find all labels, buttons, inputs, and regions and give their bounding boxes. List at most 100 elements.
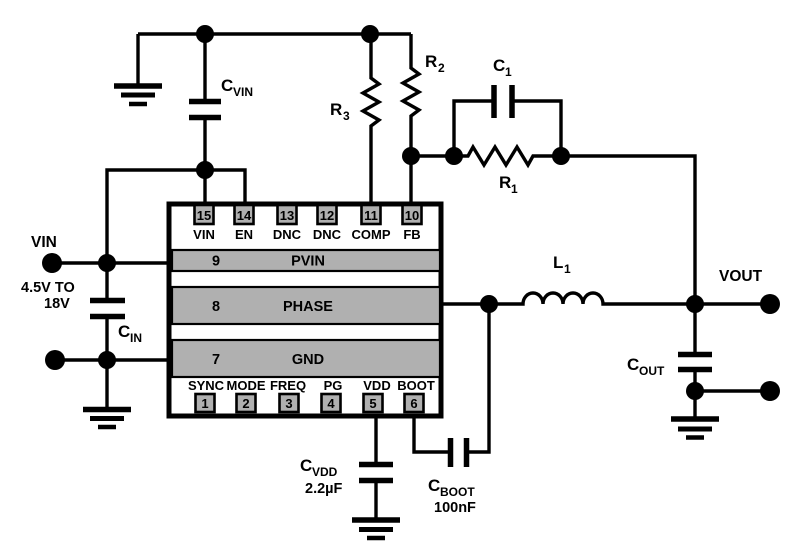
pin-square <box>194 392 216 414</box>
ic-bottom-pin-5: VDD 5 <box>362 378 391 414</box>
ic-bottom-pin-3: FREQ 3 <box>270 378 306 414</box>
junction-dot <box>445 147 463 165</box>
wire-c1-loop <box>452 99 563 156</box>
r1-ref: R <box>499 173 511 192</box>
pin-label: EN <box>235 227 253 242</box>
r3-ref: R <box>330 100 342 119</box>
gnd-terminal <box>45 350 65 370</box>
c1-sub: 1 <box>505 65 512 79</box>
cvdd-sub: VDD <box>312 465 338 479</box>
gnd-bar-label: GND <box>292 352 324 368</box>
r1-label: R 1 <box>499 173 518 196</box>
pin-square <box>193 203 215 226</box>
capacitor-cvdd <box>359 461 393 484</box>
gnd-pin-number: 7 <box>212 352 220 368</box>
phase-pin-number: 8 <box>212 299 220 315</box>
pin-label: VDD <box>363 378 390 393</box>
pvin-pin-number: 9 <box>212 254 220 270</box>
ic-top-pin-14: 14 EN <box>233 203 255 242</box>
pin-number: 14 <box>237 208 252 223</box>
pin-label: PG <box>324 378 343 393</box>
pin-label: BOOT <box>397 378 435 393</box>
ic-bottom-pin-6: BOOT 6 <box>397 378 435 414</box>
phase-bar-rect <box>170 285 442 326</box>
r3-label: R 3 <box>330 100 350 123</box>
cvin-label: C VIN <box>221 76 253 99</box>
pin-label: DNC <box>313 227 342 242</box>
cboot-ref: C <box>428 476 440 495</box>
cvdd-ref: C <box>300 456 312 475</box>
capacitor-c1 <box>491 85 515 118</box>
vin-terminal <box>42 253 62 273</box>
pin-square <box>316 203 338 226</box>
ic-top-pin-15: 15 VIN <box>193 203 215 242</box>
l1-ref: L <box>553 253 563 272</box>
pin-square <box>360 203 382 226</box>
cout-sub: OUT <box>639 364 665 378</box>
pvin-bar-rect <box>170 248 442 273</box>
resistor-r3 <box>359 34 383 205</box>
ic-bar-pvin: 9 PVIN <box>170 248 442 273</box>
vin-range-line1: 4.5V TO <box>21 280 75 296</box>
l1-sub: 1 <box>564 262 571 276</box>
junction-dot <box>402 147 420 165</box>
cvin-sub: VIN <box>233 85 253 99</box>
r2-label: R 2 <box>425 52 445 75</box>
r3-sub: 3 <box>343 109 350 123</box>
ic-top-pin-13: 13 DNC <box>273 203 302 242</box>
junction-dot <box>361 25 379 43</box>
pin-square <box>320 392 342 414</box>
junction-dot <box>196 25 214 43</box>
l1-label: L 1 <box>553 253 571 276</box>
pin-number: 4 <box>327 396 335 411</box>
ground-symbol-top-left <box>114 83 162 107</box>
pin-square <box>235 392 257 414</box>
pin-square <box>401 203 423 226</box>
ground-symbol-cout <box>671 416 719 440</box>
ic-top-pin-12: 12 DNC <box>313 203 342 242</box>
pvin-bar-label: PVIN <box>291 254 325 270</box>
ic-top-pin-10: 10 FB <box>401 203 423 242</box>
capacitor-cout <box>678 351 712 373</box>
junction-dot <box>98 351 116 369</box>
r1-sub: 1 <box>511 182 518 196</box>
pin-number: 3 <box>285 396 292 411</box>
pin-label: SYNC <box>188 378 225 393</box>
pin-number: 1 <box>201 396 208 411</box>
resistor-r2 <box>399 34 423 156</box>
pin-number: 5 <box>369 396 376 411</box>
capacitor-cboot <box>447 438 470 467</box>
gnd-bar-rect <box>170 338 442 379</box>
cboot-value: 100nF <box>434 500 476 516</box>
ic-bar-phase: 8 PHASE <box>170 285 442 326</box>
ic-bar-gnd: 7 GND <box>170 338 442 379</box>
pin-label: FREQ <box>270 378 306 393</box>
c1-ref: C <box>493 56 505 75</box>
wire-cboot-leads <box>412 304 491 454</box>
cin-sub: IN <box>130 331 142 345</box>
pin-label: FB <box>403 227 420 242</box>
pin-label: DNC <box>273 227 302 242</box>
junction-dot <box>552 147 570 165</box>
cin-label: C IN <box>118 322 142 345</box>
r2-ref: R <box>425 52 437 71</box>
capacitor-cin <box>90 297 125 320</box>
ic-bottom-pin-4: PG 4 <box>320 378 343 414</box>
cboot-sub: BOOT <box>440 485 475 499</box>
cout-ref: C <box>627 355 639 374</box>
junction-dot <box>686 382 704 400</box>
r2-sub: 2 <box>438 61 445 75</box>
pin-square <box>403 392 425 414</box>
terminal-dots <box>42 253 780 401</box>
junction-dot <box>686 295 704 313</box>
pin-square <box>233 203 255 226</box>
ground-symbol-cin <box>83 406 131 430</box>
ic-top-pin-11: 11 COMP <box>352 203 391 242</box>
vin-label: VIN <box>31 234 57 251</box>
resistor-r1-and-fb-rail <box>411 143 697 304</box>
pin-number: 12 <box>320 208 334 223</box>
pin-square <box>276 203 298 226</box>
phase-bar-label: PHASE <box>283 299 333 315</box>
pin-number: 13 <box>280 208 294 223</box>
